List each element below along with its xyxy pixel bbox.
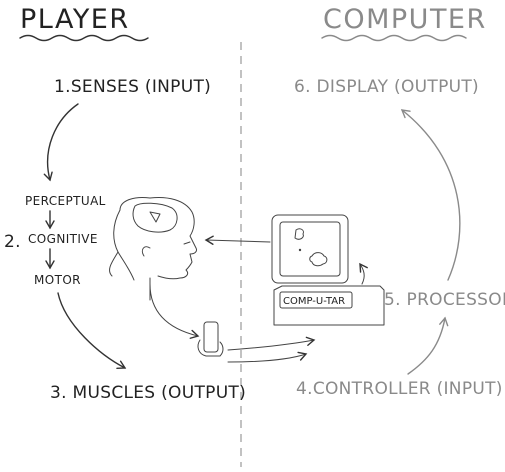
display-to-senses-arrow bbox=[204, 235, 271, 245]
controller-to-console-arrow-2 bbox=[227, 351, 308, 363]
player-heading-underline bbox=[19, 34, 149, 42]
controller-to-processor-arrow bbox=[407, 316, 449, 375]
monitor-drawing bbox=[271, 214, 349, 284]
player-heading: PLAYER bbox=[20, 4, 130, 35]
controller-to-console-arrow bbox=[227, 336, 316, 351]
senses-label: 1.SENSES (INPUT) bbox=[54, 77, 211, 97]
motor-label: MOTOR bbox=[34, 273, 81, 287]
brain-to-hand-arrow bbox=[149, 283, 200, 339]
console-label: COMP-U-TAR bbox=[283, 296, 345, 307]
hand-controller-drawing bbox=[197, 321, 224, 357]
step2-number: 2. bbox=[4, 232, 21, 252]
player-head-drawing bbox=[109, 197, 197, 301]
display-label: 6. DISPLAY (OUTPUT) bbox=[294, 77, 479, 97]
muscles-label: 3. MUSCLES (OUTPUT) bbox=[50, 383, 246, 403]
computer-heading-underline bbox=[321, 34, 467, 42]
computer-heading: COMPUTER bbox=[323, 4, 487, 35]
perceptual-label: PERCEPTUAL bbox=[25, 194, 106, 208]
senses-to-perceptual-arrow bbox=[43, 103, 79, 182]
controller-label: 4.CONTROLLER (INPUT) bbox=[296, 379, 503, 399]
console-drawing: COMP-U-TAR bbox=[273, 285, 385, 326]
processor-label: 5. PROCESSOR bbox=[384, 290, 505, 310]
processor-to-monitor-arrow bbox=[359, 262, 368, 285]
cognitive-label: COGNITIVE bbox=[28, 232, 98, 246]
processor-to-display-arrow bbox=[400, 109, 461, 281]
motor-to-muscles-arrow bbox=[57, 292, 127, 370]
